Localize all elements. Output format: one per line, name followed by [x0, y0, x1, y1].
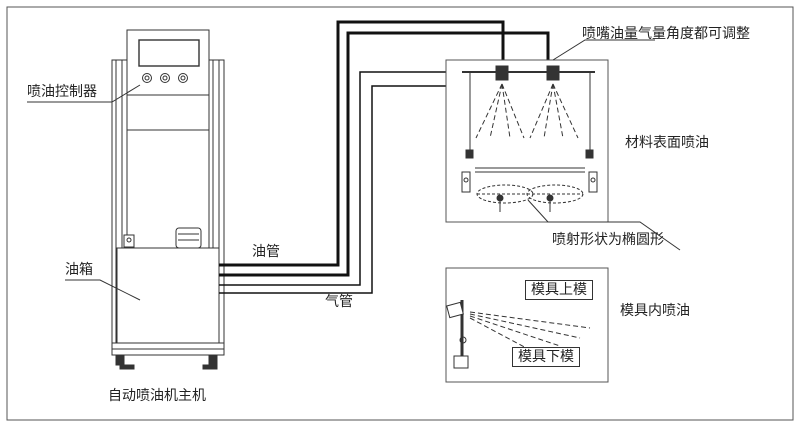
mold-upper-label: 模具上模	[525, 280, 593, 300]
mold-spray-label: 模具内喷油	[620, 303, 690, 319]
knob-2	[160, 73, 170, 83]
knob-1	[142, 73, 152, 83]
controller-screen	[138, 39, 200, 67]
nozzle-right	[546, 65, 560, 81]
pump	[175, 227, 202, 249]
tank-label: 油箱	[65, 262, 93, 278]
oil-pipe	[219, 20, 550, 277]
air-pipe-label: 气管	[325, 294, 353, 310]
host-label: 自动喷油机主机	[108, 388, 206, 404]
surface-spray-panel	[445, 59, 609, 223]
main-machine	[111, 29, 225, 370]
leader-lines	[27, 39, 681, 301]
knob-3	[178, 73, 188, 83]
spray-shape-label: 喷射形状为椭圆形	[552, 232, 664, 248]
surface-spray-label: 材料表面喷油	[625, 135, 709, 151]
controller-label: 喷油控制器	[27, 84, 97, 100]
mold-lower-label: 模具下模	[512, 347, 580, 367]
outer-frame	[6, 6, 794, 421]
oil-tank	[116, 247, 220, 344]
nozzle-adjust-label: 喷嘴油量气量角度都可调整	[582, 26, 750, 42]
ellipse-spray-pattern	[476, 184, 584, 204]
oil-pipe-label: 油管	[252, 244, 280, 260]
nozzle-left	[495, 65, 509, 81]
